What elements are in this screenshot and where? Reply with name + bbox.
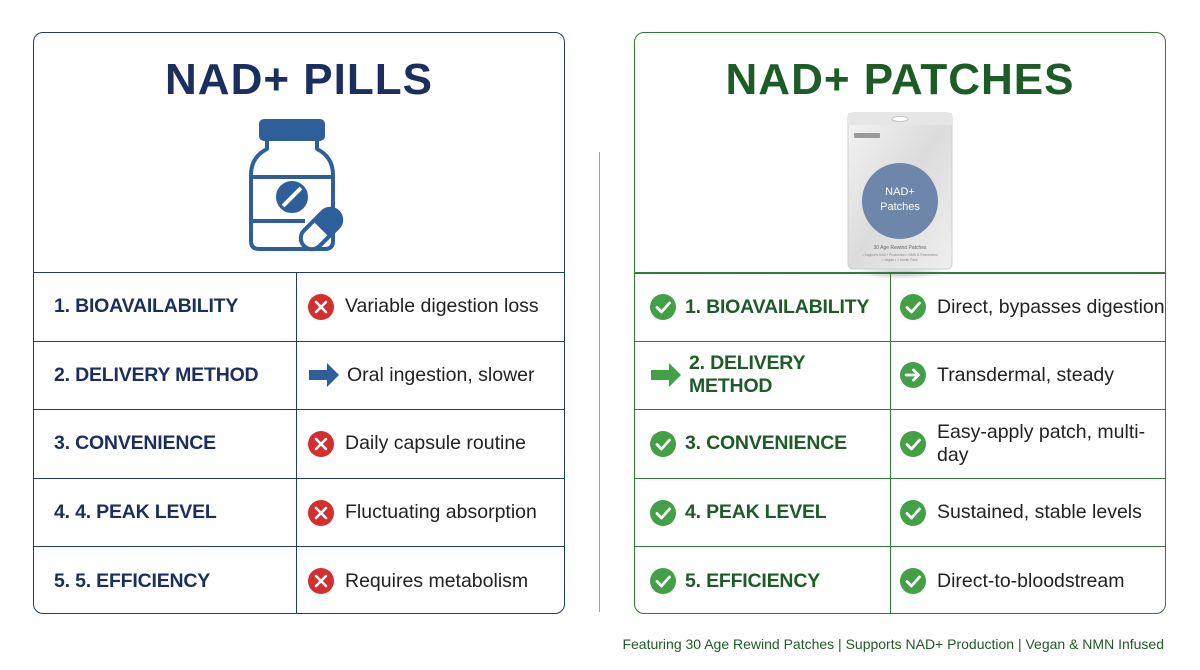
table-row: 4. 4. PEAK LEVEL Fluctuating absorption bbox=[34, 477, 564, 547]
check-circle-icon bbox=[900, 430, 926, 457]
row-value: Fluctuating absorption bbox=[345, 501, 537, 524]
row-value: Transdermal, steady bbox=[937, 363, 1115, 386]
row-value-cell: Variable digestion loss bbox=[296, 273, 564, 341]
table-row: 3. CONVENIENCE Daily capsule routine bbox=[34, 409, 564, 478]
row-label-cell: 1. BIOAVAILABILITY bbox=[635, 274, 890, 341]
row-label-cell: 4. PEAK LEVEL bbox=[635, 479, 890, 547]
table-row: 3. CONVENIENCE Easy-apply patch, multi-d… bbox=[635, 409, 1165, 478]
x-circle-icon bbox=[308, 430, 334, 457]
table-row: 5. EFFICIENCY Direct-to-bloodstream bbox=[635, 546, 1165, 613]
pills-title: NAD+ PILLS bbox=[165, 55, 433, 104]
row-label: 5. EFFICIENCY bbox=[685, 569, 821, 592]
pills-card: NAD+ PILLS 1. BIOAVAILABILITY Variable d… bbox=[33, 32, 565, 614]
patches-header: NAD+ PATCHES NAD+ Patches 30 A bbox=[635, 33, 1165, 279]
row-label: 4. 4. PEAK LEVEL bbox=[54, 501, 217, 524]
row-value: Variable digestion loss bbox=[345, 295, 539, 318]
arrow-right-icon bbox=[651, 363, 681, 388]
row-value-cell: Transdermal, steady bbox=[890, 341, 1165, 410]
pill-bottle-icon bbox=[249, 119, 344, 252]
row-value-cell: Requires metabolism bbox=[296, 547, 564, 613]
check-circle-icon bbox=[900, 294, 926, 321]
patches-table: 1. BIOAVAILABILITY Direct, bypasses dige… bbox=[635, 272, 1165, 613]
table-row: 5. 5. EFFICIENCY Requires metabolism bbox=[34, 546, 564, 613]
row-value-cell: Direct-to-bloodstream bbox=[890, 547, 1165, 613]
row-value: Requires metabolism bbox=[345, 569, 529, 592]
row-label: 2. DELIVERY METHOD bbox=[54, 363, 259, 386]
table-row: 1. BIOAVAILABILITY Variable digestion lo… bbox=[34, 272, 564, 341]
table-row: 2. DELIVERY METHOD Oral ingestion, slowe… bbox=[34, 340, 564, 410]
check-circle-icon bbox=[650, 568, 676, 595]
x-circle-icon bbox=[308, 568, 334, 595]
arrow-right-icon bbox=[309, 363, 339, 388]
x-circle-icon bbox=[308, 499, 334, 526]
row-value-cell: Easy-apply patch, multi-day bbox=[890, 410, 1165, 478]
check-circle-icon bbox=[650, 430, 676, 457]
row-label: 1. BIOAVAILABILITY bbox=[685, 295, 870, 318]
center-divider bbox=[599, 152, 600, 612]
patch-package-image: NAD+ Patches 30 Age Rewind Patches • Sup… bbox=[847, 112, 953, 279]
row-label: 3. CONVENIENCE bbox=[685, 432, 847, 455]
patches-card: NAD+ PATCHES NAD+ Patches 30 A bbox=[634, 32, 1166, 614]
pills-table: 1. BIOAVAILABILITY Variable digestion lo… bbox=[34, 272, 564, 613]
row-value-cell: Oral ingestion, slower bbox=[296, 341, 564, 410]
row-label: 1. BIOAVAILABILITY bbox=[54, 295, 239, 318]
package-text-line1: NAD+ bbox=[885, 186, 915, 198]
footer-tagline: Featuring 30 Age Rewind Patches | Suppor… bbox=[622, 636, 1164, 652]
check-circle-icon bbox=[650, 294, 676, 321]
arrow-circle-icon bbox=[900, 362, 926, 389]
row-label-cell: 5. EFFICIENCY bbox=[635, 547, 890, 613]
row-value: Sustained, stable levels bbox=[937, 501, 1142, 524]
row-value-cell: Daily capsule routine bbox=[296, 410, 564, 478]
row-value-cell: Fluctuating absorption bbox=[296, 478, 564, 547]
package-text-line2: Patches bbox=[880, 201, 920, 213]
check-circle-icon bbox=[900, 499, 926, 526]
row-value-cell: Direct, bypasses digestion bbox=[890, 274, 1165, 341]
row-label: 5. 5. EFFICIENCY bbox=[54, 569, 211, 592]
table-row: 4. PEAK LEVEL Sustained, stable levels bbox=[635, 477, 1165, 547]
row-value-cell: Sustained, stable levels bbox=[890, 478, 1165, 547]
row-label-cell: 2. DELIVERY METHOD bbox=[635, 342, 890, 410]
package-subcaption: • Supports NAD+ Production • NMN & Resve… bbox=[862, 253, 937, 257]
row-value: Easy-apply patch, multi-day bbox=[937, 420, 1146, 466]
row-label: 4. PEAK LEVEL bbox=[685, 501, 827, 524]
check-circle-icon bbox=[900, 568, 926, 595]
table-row: 2. DELIVERY METHOD Transdermal, steady bbox=[635, 340, 1165, 410]
row-value: Direct-to-bloodstream bbox=[937, 569, 1125, 592]
patches-title: NAD+ PATCHES bbox=[725, 55, 1075, 104]
pills-header: NAD+ PILLS bbox=[34, 33, 564, 272]
row-value: Daily capsule routine bbox=[345, 432, 527, 455]
row-value: Oral ingestion, slower bbox=[347, 363, 535, 386]
row-label: 2. DELIVERY METHOD bbox=[689, 352, 805, 398]
row-value: Direct, bypasses digestion bbox=[937, 295, 1165, 318]
row-label-cell: 3. CONVENIENCE bbox=[635, 410, 890, 478]
x-circle-icon bbox=[308, 293, 334, 320]
package-caption: 30 Age Rewind Patches bbox=[873, 245, 927, 251]
table-row: 1. BIOAVAILABILITY Direct, bypasses dige… bbox=[635, 272, 1165, 341]
package-subcaption-2: • Vegan • 1 Month Pack bbox=[882, 258, 918, 262]
row-label: 3. CONVENIENCE bbox=[54, 432, 216, 455]
check-circle-icon bbox=[650, 499, 676, 526]
